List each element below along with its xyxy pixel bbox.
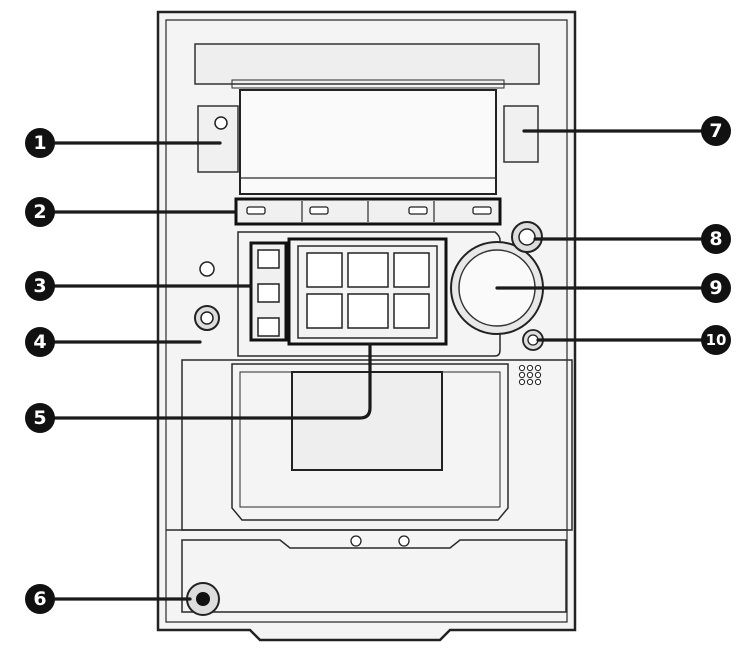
callout-10-label: 10 bbox=[706, 331, 727, 349]
callout-1-label: 1 bbox=[33, 132, 46, 154]
cd-tray-section bbox=[234, 89, 502, 226]
function-button-3[interactable] bbox=[257, 317, 280, 337]
callout-10: 10 bbox=[701, 325, 731, 355]
callout-8: 8 bbox=[701, 224, 731, 254]
callout-5-label: 5 bbox=[33, 407, 46, 429]
disc-4-button[interactable] bbox=[472, 206, 492, 215]
callout-3-label: 3 bbox=[33, 275, 46, 297]
sensor-window bbox=[503, 105, 539, 163]
disc-2-button[interactable] bbox=[309, 206, 329, 215]
callout-5: 5 bbox=[25, 403, 55, 433]
op-button-6[interactable] bbox=[393, 293, 430, 329]
callout-6: 6 bbox=[25, 584, 55, 614]
bottom-hole-left bbox=[350, 535, 362, 547]
callout-9-label: 9 bbox=[709, 277, 722, 299]
mic-holes bbox=[518, 364, 542, 386]
op-button-3[interactable] bbox=[393, 252, 430, 288]
callout-4-label: 4 bbox=[33, 331, 46, 353]
op-button-2[interactable] bbox=[347, 252, 389, 288]
callout-badges: 1 2 3 4 5 6 7 8 bbox=[25, 116, 731, 614]
callout-6-label: 6 bbox=[33, 588, 46, 610]
small-indicator bbox=[199, 261, 215, 277]
op-button-5[interactable] bbox=[347, 293, 389, 329]
top-trim bbox=[194, 43, 540, 85]
disc-3-button[interactable] bbox=[408, 206, 428, 215]
cassette-section bbox=[166, 359, 573, 531]
callout-7-label: 7 bbox=[709, 120, 722, 142]
callout-2-label: 2 bbox=[33, 201, 46, 223]
callout-3: 3 bbox=[25, 271, 55, 301]
jog-button[interactable] bbox=[518, 228, 536, 246]
leader-5 bbox=[48, 342, 372, 420]
function-button-1[interactable] bbox=[257, 249, 280, 269]
disc-1-button[interactable] bbox=[246, 206, 266, 215]
callout-4: 4 bbox=[25, 327, 55, 357]
cd-display-window bbox=[239, 89, 497, 195]
op-button-4[interactable] bbox=[306, 293, 343, 329]
bottom-hole-right bbox=[398, 535, 410, 547]
function-button-2[interactable] bbox=[257, 283, 280, 303]
left-upper-panel bbox=[197, 105, 239, 173]
callout-2: 2 bbox=[25, 197, 55, 227]
left-knob[interactable] bbox=[200, 311, 214, 325]
power-button[interactable] bbox=[214, 116, 228, 130]
bottom-section bbox=[181, 535, 567, 616]
right-upper-panel bbox=[503, 105, 539, 163]
phones-jack[interactable] bbox=[196, 592, 210, 606]
leader-lines bbox=[48, 129, 709, 601]
callout-8-label: 8 bbox=[709, 228, 722, 250]
callout-1: 1 bbox=[25, 128, 55, 158]
callout-7: 7 bbox=[701, 116, 731, 146]
callout-9: 9 bbox=[701, 273, 731, 303]
cassette-window bbox=[291, 371, 443, 471]
op-button-1[interactable] bbox=[306, 252, 343, 288]
